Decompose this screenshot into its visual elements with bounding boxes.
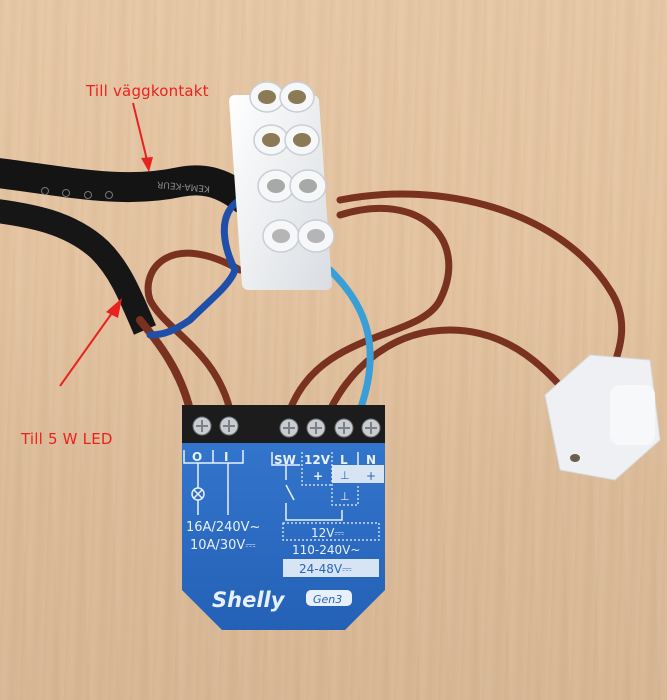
plus-n-symbol: + [366,469,376,483]
terminal-l-label: L [340,453,348,467]
supply-dc-range: 24-48V⎓ [299,562,352,576]
annotation-wall-outlet: Till väggkontakt [86,82,209,100]
terminal-i-label: I [224,450,228,464]
white-connector [544,354,661,481]
terminal-n-label: N [366,453,376,467]
annotation-arrows [59,102,153,387]
cable-print: KEMA-KEUR [157,179,211,194]
ground-symbol: ⊥ [340,490,350,503]
shelly-logo: Shelly [212,588,286,612]
ground-l-symbol: ⊥ [340,469,350,482]
arrow-down-icon [141,157,153,172]
blue-wires [146,196,374,414]
terminal-block [229,81,335,290]
plus-12v-symbol: + [313,469,323,483]
arrow-up-icon [106,298,122,318]
brown-wires [136,190,626,414]
annotation-led: Till 5 W LED [21,430,113,448]
supply-12v: 12V⎓ [311,526,344,540]
shelly-device: O I SW 12V L N + ⊥ + ⊥ [182,405,385,630]
terminal-12v-label: 12V [304,453,331,467]
terminal-sw-label: SW [274,453,296,467]
rating-ac: 16A/240V~ [186,520,260,535]
black-cable: KEMA-KEUR [0,158,260,335]
rating-dc: 10A/30V⎓ [190,538,256,553]
supply-ac-range: 110-240V~ [292,543,360,557]
gen3-badge: Gen3 [313,593,342,606]
terminal-o-label: O [192,450,202,464]
